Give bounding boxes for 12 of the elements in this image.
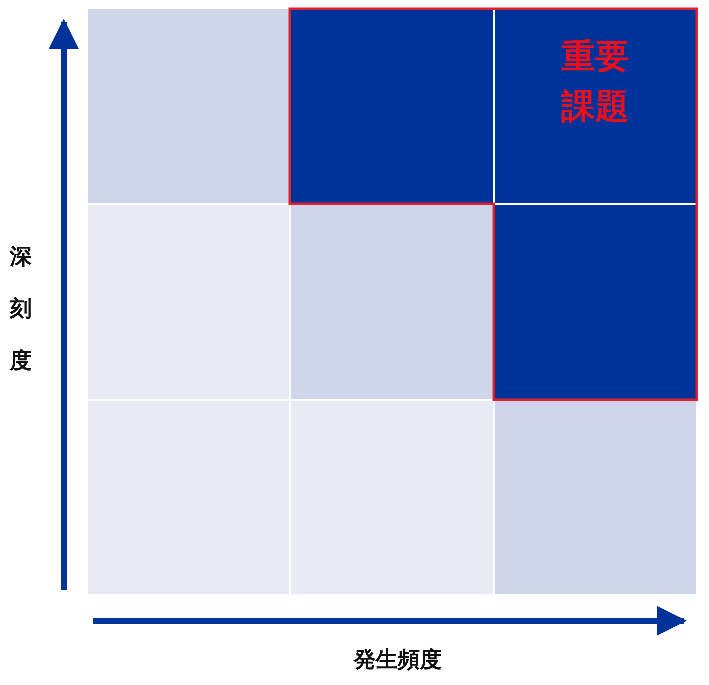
horizontal-axis-label: 発生頻度 xyxy=(352,646,443,675)
matrix-cell xyxy=(290,8,494,204)
matrix-cell xyxy=(494,400,697,595)
matrix-cell xyxy=(87,204,290,400)
matrix-cell xyxy=(87,8,290,204)
priority-label: 重要課題 xyxy=(560,36,630,129)
matrix-cell xyxy=(494,8,697,204)
matrix-cell xyxy=(290,400,494,595)
matrix-cell xyxy=(494,204,697,400)
matrix-cell xyxy=(290,204,494,400)
vertical-axis-label: 深刻度 xyxy=(10,244,33,376)
matrix-cell xyxy=(87,400,290,595)
